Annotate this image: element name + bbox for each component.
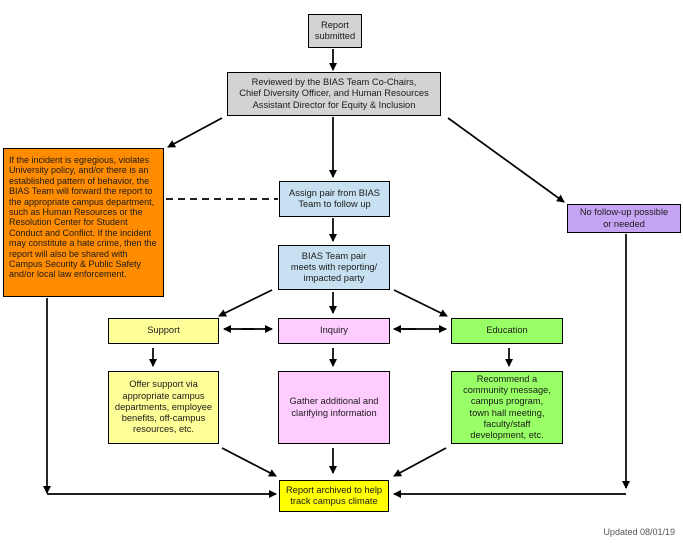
arrow-meets-to-support xyxy=(218,289,273,317)
offer-support-box: Offer support via appropriate campus dep… xyxy=(108,371,219,444)
education-label: Education xyxy=(486,325,528,336)
no-follow-up-label: No follow-up possible or needed xyxy=(579,207,669,229)
education-box: Education xyxy=(451,318,563,344)
arrow-meets-to-education xyxy=(393,289,448,317)
archived-label: Report archived to help track campus cli… xyxy=(285,484,383,506)
gather-info-label: Gather additional and clarifying informa… xyxy=(289,396,379,418)
arrow-reviewed-to-no-follow-up xyxy=(447,117,565,203)
assign-pair-box: Assign pair from BIAS Team to follow up xyxy=(279,181,390,217)
offer-support-label: Offer support via appropriate campus dep… xyxy=(114,379,213,435)
recommend-box: Recommend a community message, campus pr… xyxy=(451,371,563,444)
archived-box: Report archived to help track campus cli… xyxy=(279,480,389,512)
arrow-offer-to-archived xyxy=(221,447,277,477)
pair-meets-box: BIAS Team pair meets with reporting/ imp… xyxy=(278,245,390,290)
arrow-recommend-to-archived xyxy=(393,447,447,477)
inquiry-box: Inquiry xyxy=(278,318,390,344)
reviewed-label: Reviewed by the BIAS Team Co-Chairs, Chi… xyxy=(239,77,429,110)
pair-meets-label: BIAS Team pair meets with reporting/ imp… xyxy=(290,250,378,284)
inquiry-label: Inquiry xyxy=(320,325,348,336)
reviewed-box: Reviewed by the BIAS Team Co-Chairs, Chi… xyxy=(227,72,441,116)
support-label: Support xyxy=(147,325,180,336)
report-submitted-box: Report submitted xyxy=(308,14,362,48)
report-submitted-label: Report submitted xyxy=(314,19,356,41)
recommend-label: Recommend a community message, campus pr… xyxy=(463,373,551,440)
arrow-reviewed-to-egregious xyxy=(167,117,223,148)
assign-pair-label: Assign pair from BIAS Team to follow up xyxy=(289,187,380,209)
updated-date: Updated 08/01/19 xyxy=(603,527,675,537)
egregious-label: If the incident is egregious, violates U… xyxy=(9,155,157,280)
no-follow-up-box: No follow-up possible or needed xyxy=(567,204,681,233)
gather-info-box: Gather additional and clarifying informa… xyxy=(278,371,390,444)
egregious-box: If the incident is egregious, violates U… xyxy=(3,148,164,297)
support-box: Support xyxy=(108,318,219,344)
